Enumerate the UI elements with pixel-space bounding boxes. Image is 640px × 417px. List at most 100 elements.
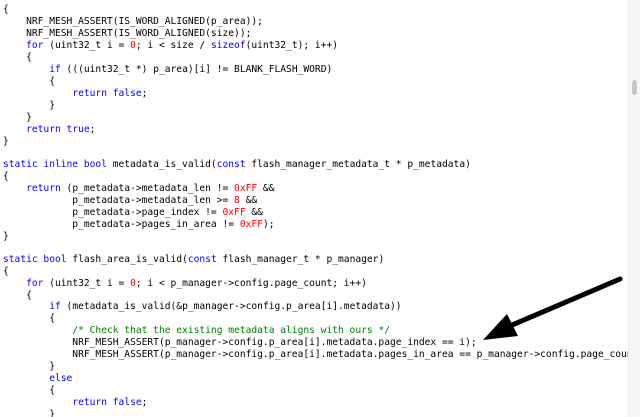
- code-line: {: [3, 76, 55, 88]
- code-line: if (((uint32_t *) p_area)[i] != BLANK_FL…: [3, 64, 332, 76]
- code-line: {: [3, 4, 9, 16]
- code-token: NRF_MESH_ASSERT(IS_WORD_ALIGNED(size));: [3, 28, 252, 39]
- code-line: for (uint32_t i = 0; i < p_manager->conf…: [3, 278, 367, 290]
- code-token: &&: [245, 207, 263, 218]
- code-token: [3, 373, 49, 384]
- code-token: for: [26, 278, 44, 289]
- code-token: flash_manager_metadata_t * p_metadata): [245, 159, 471, 170]
- code-token: [3, 183, 26, 194]
- code-token: 8: [234, 195, 240, 206]
- code-token: (uint32_t); i++): [245, 40, 339, 51]
- code-token: static inline bool: [3, 159, 107, 170]
- code-line: p_metadata->page_index != 0xFF &&: [3, 207, 263, 219]
- code-line: }: [3, 136, 9, 148]
- code-token: p_metadata->page_index !=: [3, 207, 223, 218]
- code-token: [3, 278, 26, 289]
- code-token: NRF_MESH_ASSERT(p_manager->config.p_area…: [3, 349, 628, 360]
- code-token: (((uint32_t *) p_area)[i] != BLANK_FLASH…: [60, 64, 333, 75]
- code-token: /* Check that the existing metadata alig…: [72, 325, 390, 336]
- code-token: const: [216, 159, 246, 170]
- code-token: ;: [141, 88, 148, 99]
- code-token: [3, 397, 72, 408]
- code-token: 0: [130, 40, 136, 51]
- code-token: {: [3, 266, 9, 277]
- code-line: }: [3, 112, 32, 124]
- code-token: return true: [26, 124, 90, 135]
- code-line: NRF_MESH_ASSERT(p_manager->config.p_area…: [3, 349, 628, 361]
- code-token: }: [3, 100, 55, 111]
- code-token: {: [3, 171, 9, 182]
- code-line: if (metadata_is_valid(&p_manager->config…: [3, 301, 402, 313]
- code-token: {: [3, 290, 32, 301]
- code-token: (uint32_t i =: [43, 278, 131, 289]
- code-token: }: [3, 112, 32, 123]
- code-token: 0xFF: [222, 207, 246, 218]
- code-line: static inline bool metadata_is_valid(con…: [3, 159, 471, 171]
- code-token: 0: [130, 278, 136, 289]
- code-token: ; i < size /: [135, 40, 211, 51]
- code-token: (uint32_t i =: [43, 40, 131, 51]
- code-token: p_metadata->pages_in_area !=: [3, 219, 240, 230]
- code-line: p_metadata->pages_in_area != 0xFF);: [3, 219, 275, 231]
- code-token: (p_metadata->metadata_len !=: [60, 183, 235, 194]
- code-token: (metadata_is_valid(&p_manager->config.p_…: [60, 301, 402, 312]
- code-line: {: [3, 266, 9, 278]
- code-token: }: [3, 361, 55, 372]
- code-line: return true;: [3, 124, 95, 136]
- code-token: for: [26, 40, 44, 51]
- code-token: ; i < p_manager->config.page_count; i++): [135, 278, 367, 289]
- code-token: [3, 64, 49, 75]
- code-line: NRF_MESH_ASSERT(IS_WORD_ALIGNED(p_area))…: [3, 16, 263, 28]
- code-token: &&: [257, 183, 275, 194]
- code-token: }: [3, 136, 9, 147]
- code-line: }: [3, 231, 9, 243]
- code-token: {: [3, 385, 55, 396]
- code-line: return false;: [3, 88, 147, 100]
- code-line: else: [3, 373, 72, 385]
- code-token: {: [3, 4, 9, 15]
- code-token: NRF_MESH_ASSERT(IS_WORD_ALIGNED(p_area))…: [3, 16, 263, 27]
- code-token: if: [49, 301, 61, 312]
- code-line: return (p_metadata->metadata_len != 0xFF…: [3, 183, 274, 195]
- code-token: sizeof: [210, 40, 246, 51]
- code-line: }: [3, 100, 55, 112]
- scrollbar-thumb[interactable]: [632, 80, 637, 95]
- code-token: );: [262, 219, 275, 230]
- code-line: p_metadata->metadata_len >= 8 &&: [3, 195, 257, 207]
- code-token: {: [3, 313, 55, 324]
- code-line: }: [3, 409, 55, 417]
- code-line: {: [3, 385, 55, 397]
- code-token: ;: [89, 124, 96, 135]
- code-line: /* Check that the existing metadata alig…: [3, 325, 390, 337]
- code-token: const: [187, 254, 217, 265]
- code-line: static bool flash_area_is_valid(const fl…: [3, 254, 384, 266]
- code-token: {: [3, 52, 32, 63]
- code-token: }: [3, 231, 9, 242]
- code-token: {: [3, 76, 55, 87]
- code-line: return false;: [3, 397, 147, 409]
- code-token: [3, 124, 26, 135]
- code-token: ;: [141, 397, 148, 408]
- code-token: [3, 88, 72, 99]
- code-token: flash_manager_t * p_manager): [216, 254, 385, 265]
- code-token: NRF_MESH_ASSERT(p_manager->config.p_area…: [3, 337, 477, 348]
- code-token: static bool: [3, 254, 67, 265]
- code-token: metadata_is_valid(: [106, 159, 217, 170]
- code-line: NRF_MESH_ASSERT(p_manager->config.p_area…: [3, 337, 477, 349]
- code-line: }: [3, 361, 55, 373]
- code-token: 0xFF: [234, 183, 258, 194]
- code-line: NRF_MESH_ASSERT(IS_WORD_ALIGNED(size));: [3, 28, 251, 40]
- code-token: p_metadata->metadata_len >=: [3, 195, 235, 206]
- code-token: &&: [239, 195, 258, 206]
- code-token: 0xFF: [239, 219, 263, 230]
- code-token: else: [49, 373, 73, 384]
- code-token: [3, 301, 49, 312]
- code-token: }: [3, 409, 55, 417]
- vertical-scrollbar[interactable]: [628, 0, 640, 417]
- code-line: {: [3, 290, 32, 302]
- code-line: {: [3, 52, 32, 64]
- code-token: return false: [72, 397, 142, 408]
- code-token: return false: [72, 88, 142, 99]
- code-token: [3, 40, 26, 51]
- code-line: {: [3, 313, 55, 325]
